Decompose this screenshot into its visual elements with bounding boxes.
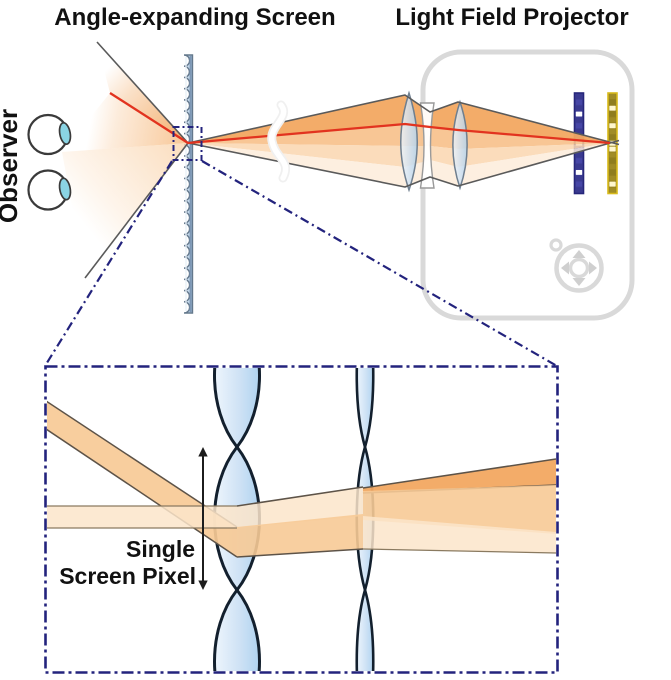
projector-beam bbox=[188, 95, 610, 187]
pixel-cell bbox=[609, 158, 616, 164]
beam-bottom-edge bbox=[187, 139, 620, 188]
pixel-cell bbox=[609, 175, 616, 181]
dpad-icon bbox=[549, 238, 604, 293]
single-screen-pixel-label-line2: Screen Pixel bbox=[59, 563, 196, 589]
title-angle-expanding-screen: Angle-expanding Screen bbox=[54, 4, 335, 31]
pixel-cell bbox=[575, 181, 583, 187]
pixel-cell bbox=[609, 164, 616, 170]
lenslet-element bbox=[355, 585, 375, 671]
pixel-cell bbox=[609, 99, 616, 105]
lenslet-array-left bbox=[213, 368, 261, 671]
inset-panel: Single Screen Pixel bbox=[44, 365, 559, 674]
beam-top-edge bbox=[187, 94, 620, 146]
pixel-cell bbox=[609, 152, 616, 158]
pixel-cell bbox=[575, 94, 583, 99]
pixel-cell bbox=[575, 164, 583, 170]
lenslet-element bbox=[355, 368, 375, 452]
zoom-connector-right bbox=[201, 160, 558, 367]
pixel-cell bbox=[609, 111, 616, 117]
pixel-cell bbox=[575, 99, 583, 105]
pixel-cell bbox=[609, 105, 616, 111]
pixel-cell bbox=[575, 152, 583, 158]
title-light-field-projector: Light Field Projector bbox=[395, 4, 628, 31]
pixel-cell bbox=[575, 169, 583, 175]
pixel-cell bbox=[609, 146, 616, 152]
expanded-light-fan bbox=[62, 41, 189, 279]
pixel-cell bbox=[575, 158, 583, 164]
red-chief-ray bbox=[109, 92, 611, 145]
pixel-cell bbox=[575, 117, 583, 123]
pixel-cell bbox=[575, 111, 583, 117]
single-screen-pixel-label-line1: Single bbox=[126, 536, 195, 562]
inset-beams bbox=[47, 400, 556, 558]
pixel-cell bbox=[609, 187, 616, 193]
pixel-cell bbox=[575, 123, 583, 129]
relay-lens-2 bbox=[452, 99, 468, 191]
field-lens-concave bbox=[419, 102, 435, 189]
pixel-cell bbox=[575, 175, 583, 181]
pixel-cell bbox=[575, 105, 583, 111]
pixel-cell bbox=[609, 134, 616, 140]
single-pixel-arrow bbox=[198, 447, 208, 590]
break-squiggle-icon bbox=[267, 100, 290, 183]
pixel-cell bbox=[575, 187, 583, 193]
zoom-source-box bbox=[172, 126, 203, 161]
eye-icon bbox=[27, 169, 72, 211]
zoom-connector-left bbox=[44, 160, 173, 367]
pixel-cell bbox=[609, 123, 616, 129]
pixel-cell bbox=[609, 94, 616, 99]
pixel-cell bbox=[609, 129, 616, 135]
lenslet-element bbox=[213, 368, 261, 450]
pixel-cell bbox=[609, 181, 616, 187]
pixel-cell bbox=[609, 117, 616, 123]
pixel-cell bbox=[609, 169, 616, 175]
angle-expanding-screen bbox=[183, 54, 194, 314]
observer-label: Observer bbox=[0, 109, 23, 223]
lenslet-element bbox=[213, 587, 261, 671]
eye-icon bbox=[27, 113, 72, 156]
